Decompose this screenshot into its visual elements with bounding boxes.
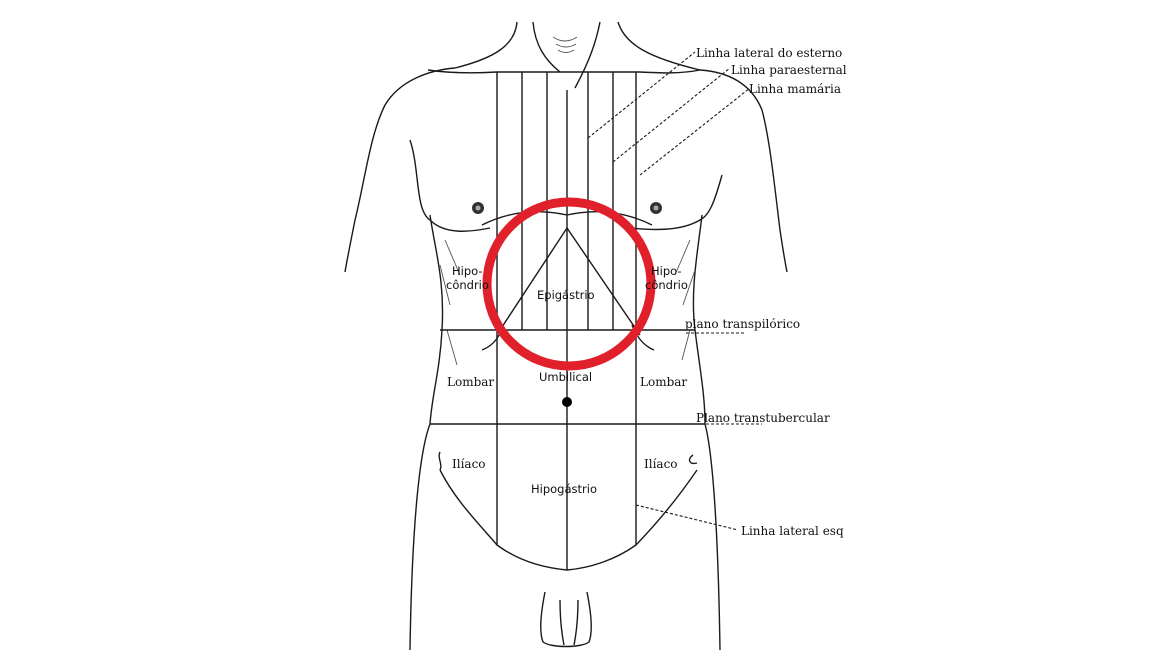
region-hipocondrio-right: Hipo-	[651, 264, 682, 278]
umbilicus-dot	[562, 397, 572, 407]
label-linha-paraesternal: Linha paraesternal	[731, 63, 847, 77]
label-plano-transtubercular: Plano transtubercular	[696, 411, 830, 425]
region-lombar-left: Lombar	[447, 375, 494, 389]
label-linha-lateral-esterno: Linha lateral do esterno	[696, 46, 842, 60]
region-hipogastrio: Hipogástrio	[531, 482, 597, 496]
region-hipocondrio-left: Hipo-	[452, 264, 483, 278]
label-linha-lateral-esq: Linha lateral esq	[741, 524, 844, 538]
region-hipocondrio-right-2: côndrio	[645, 278, 688, 292]
label-plano-transpilorico: plano transpilórico	[685, 317, 800, 331]
region-labels: Hipo- côndrio Hipo- côndrio Epigástrio L…	[446, 264, 688, 496]
label-linha-mamaria: Linha mamária	[749, 82, 841, 96]
epigastric-highlight-circle	[482, 197, 656, 371]
region-lombar-right: Lombar	[640, 375, 687, 389]
region-epigastrio: Epigástrio	[537, 288, 595, 302]
region-iliaco-left: Ilíaco	[452, 457, 486, 471]
region-hipocondrio-left-2: côndrio	[446, 278, 489, 292]
line-labels: Linha lateral do esterno Linha paraester…	[685, 46, 847, 538]
body-outline	[344, 21, 788, 651]
region-umbilical: Umbilical	[539, 370, 592, 384]
region-iliaco-right: Ilíaco	[644, 457, 678, 471]
